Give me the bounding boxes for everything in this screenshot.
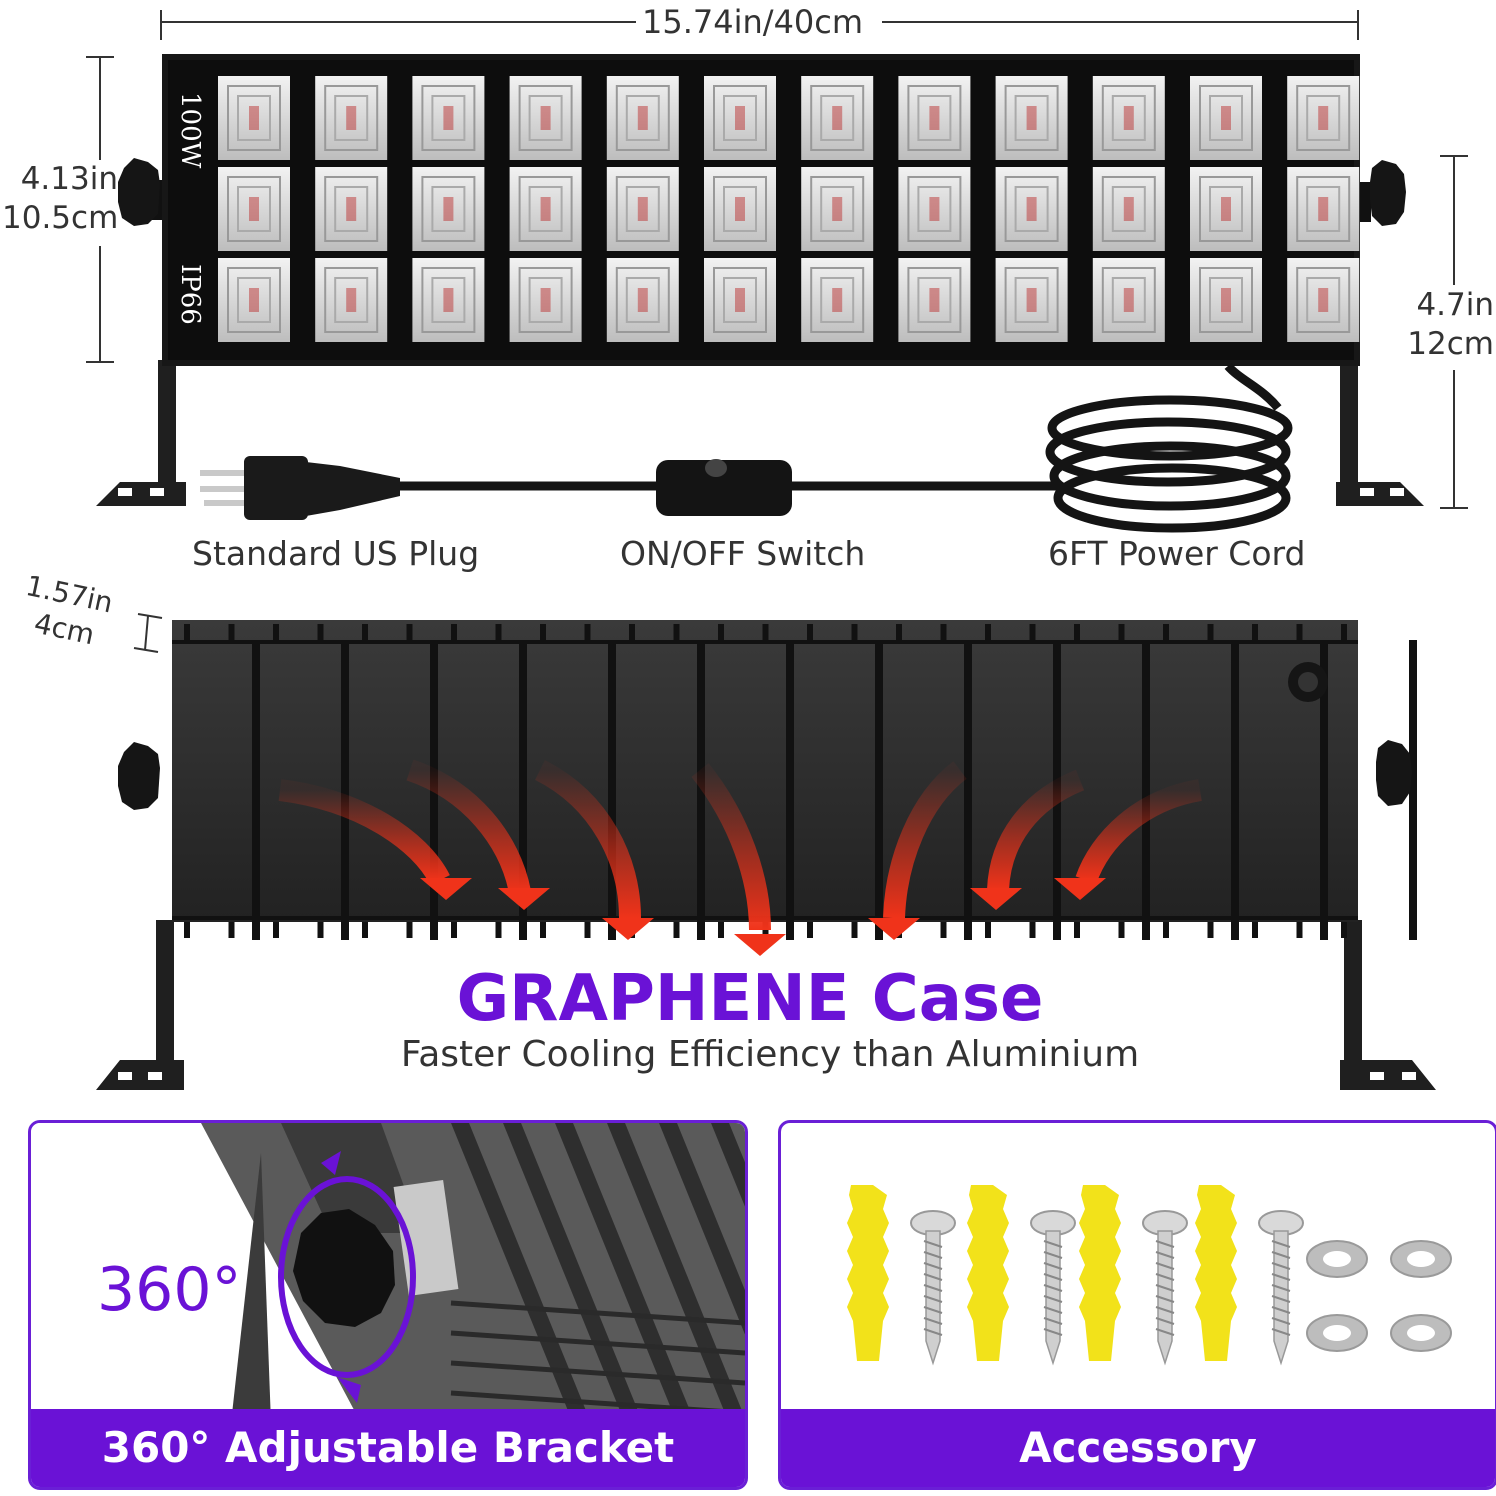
depth-dimension-line	[133, 613, 163, 653]
accessory-image	[847, 1185, 1452, 1366]
bracket-knob-icon	[293, 1209, 395, 1327]
led-module	[412, 258, 485, 342]
led-module	[509, 76, 582, 160]
led-module	[898, 167, 971, 251]
led-module	[218, 167, 290, 251]
led-module	[704, 76, 776, 160]
heat-arrow-icon	[970, 769, 1085, 910]
washer-icon	[1306, 1240, 1368, 1278]
led-module	[898, 76, 971, 160]
led-module	[606, 76, 679, 160]
led-module	[995, 167, 1068, 251]
led-module	[412, 167, 485, 251]
led-module	[995, 258, 1068, 342]
back-case-knob-icons	[118, 662, 1412, 810]
led-module	[606, 258, 679, 342]
led-module	[995, 76, 1068, 160]
washer-icon	[1390, 1314, 1452, 1352]
ip-rating-label: IP66	[175, 264, 205, 325]
heat-arrow-icon	[406, 759, 550, 910]
mounting-bracket-right	[1336, 360, 1424, 506]
width-dimension-line	[160, 10, 1359, 40]
bracket-closeup-image	[31, 1123, 745, 1423]
switch-caption: ON/OFF Switch	[620, 534, 866, 573]
led-module	[1092, 167, 1165, 251]
led-module	[1287, 167, 1360, 251]
screw-icon	[1258, 1210, 1304, 1366]
led-module	[1190, 167, 1262, 251]
power-rating-label: 100W	[175, 92, 205, 169]
height-dimension-line-left	[86, 56, 114, 363]
led-module	[606, 167, 679, 251]
led-module	[1190, 258, 1262, 342]
led-module	[898, 258, 971, 342]
width-dimension-label: 15.74in/40cm	[642, 3, 864, 41]
height-dimension-line-right	[1440, 155, 1468, 509]
screw-icon	[1030, 1210, 1076, 1366]
led-module	[218, 258, 290, 342]
height-right-cm: 12cm	[1407, 325, 1494, 362]
led-module	[1092, 76, 1165, 160]
heat-arrow-icon	[868, 761, 967, 940]
mounting-bracket-left	[96, 360, 186, 506]
led-grid	[218, 76, 1360, 342]
knob-icon-left	[118, 158, 164, 226]
wall-anchor-icon	[1195, 1185, 1237, 1361]
graphene-back-case	[172, 620, 1358, 922]
screw-icon	[910, 1210, 956, 1366]
height-dimension-right: 4.7in 12cm	[1400, 286, 1494, 364]
bracket-panel-label: 360° Adjustable Bracket	[31, 1409, 745, 1487]
heat-arrow-icon	[691, 763, 786, 956]
back-case-brackets	[96, 920, 1436, 1090]
led-module	[801, 76, 874, 160]
rotation-arrow-icon	[278, 1176, 416, 1378]
height-left-in: 4.13in	[20, 161, 118, 197]
wall-anchor-icon	[847, 1185, 889, 1361]
led-module	[801, 258, 874, 342]
heat-arrow-icon	[534, 760, 654, 940]
led-module	[1092, 258, 1165, 342]
wall-anchor-icon	[1079, 1185, 1121, 1361]
led-module	[704, 258, 776, 342]
fixture-labels: 100W IP66	[175, 92, 205, 325]
us-plug-icon	[200, 456, 400, 520]
led-module	[801, 167, 874, 251]
plug-caption: Standard US Plug	[192, 534, 480, 573]
led-module	[509, 167, 582, 251]
led-module	[704, 167, 776, 251]
screw-icon	[1142, 1210, 1188, 1366]
rotation-angle-label: 360°	[97, 1255, 242, 1325]
height-right-in: 4.7in	[1416, 287, 1494, 323]
headline-title: GRAPHENE Case	[456, 962, 1044, 1036]
led-module	[315, 167, 388, 251]
on-off-switch-icon	[656, 459, 792, 516]
accessory-panel-label: Accessory	[781, 1409, 1495, 1487]
heat-dissipation-arrows	[278, 759, 1203, 956]
headline-subtitle: Faster Cooling Efficiency than Aluminium	[400, 1034, 1140, 1075]
washer-icon	[1390, 1240, 1452, 1278]
product-illustration: 100W IP66	[86, 10, 1468, 1090]
led-module	[315, 258, 388, 342]
led-module	[1287, 258, 1360, 342]
wall-anchor-icon	[967, 1185, 1009, 1361]
accessory-panel: Accessory	[778, 1120, 1496, 1490]
led-module	[509, 258, 582, 342]
power-cord	[400, 362, 1293, 533]
led-module	[412, 76, 485, 160]
heat-arrow-icon	[278, 779, 472, 900]
led-module	[1287, 76, 1360, 160]
washer-icon	[1306, 1314, 1368, 1352]
height-left-cm: 10.5cm	[2, 199, 119, 236]
cord-caption: 6FT Power Cord	[1048, 534, 1306, 573]
led-module	[315, 76, 388, 160]
bracket-panel: 360° 360° Adjustable Bracket	[28, 1120, 748, 1490]
led-module	[218, 76, 290, 160]
led-module	[1190, 76, 1262, 160]
height-dimension-left: 4.13in 10.5cm	[2, 160, 118, 238]
knob-icon-right	[1355, 160, 1406, 226]
heat-arrow-icon	[1054, 779, 1203, 900]
